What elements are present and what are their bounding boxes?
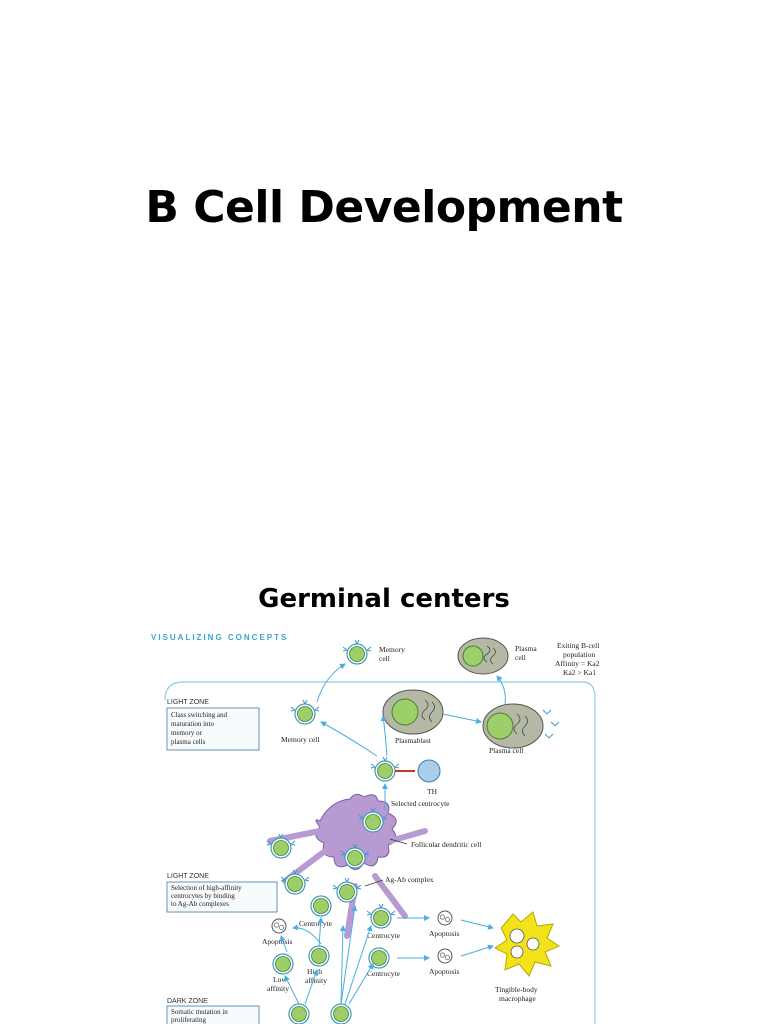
centrocyte-left-label: Centrocyte [299,919,333,928]
apoptotic-cell-1 [437,910,453,926]
tingible-body-macrophage [494,911,561,977]
germinal-center-figure: VISUALIZING CONCEPTS LIGHT ZONE Class sw… [145,626,600,1024]
plasma-cell-top-label-1: Plasma [515,644,537,653]
centroblast-1 [288,1003,310,1024]
plasma-cell [482,703,560,749]
dark-zone-box [166,1005,260,1024]
light-zone-top-text-1: Class switching and [171,711,227,719]
apoptotic-cell-left [271,918,287,934]
tingible-label-1: Tingible-body [495,985,538,994]
low-affinity-label-2: affinity [267,984,289,993]
light-zone-mid-text-1: Selection of high-affinity [171,884,242,892]
memory-cell-top-label-2: cell [379,654,390,663]
centrocyte-left [310,895,332,917]
high-affinity-label-2: affinity [305,976,327,985]
ag-ab-label: Ag-Ab complex [385,875,434,884]
follicular-dendritic-label: Follicular dendritic cell [411,840,481,849]
light-zone-top-box [166,707,260,751]
plasma-cell-top [457,637,509,675]
plasmablast [382,689,444,735]
flow-arrows [279,663,506,1005]
exiting-label-1: Exiting B-cell [557,641,599,650]
light-zone-label-mid: LIGHT ZONE [167,873,209,880]
low-affinity-label-1: Low [273,975,287,984]
light-zone-label-top: LIGHT ZONE [167,699,209,706]
light-zone-top-text-2: maturation into [171,720,214,728]
low-affinity-cell [272,953,294,975]
centrocyte-mid-1 [366,903,396,929]
th-label: TH [427,787,438,796]
apoptosis-left-label: Apoptosis [262,937,293,946]
centrocyte-mid-1-label: Centrocyte [367,931,401,940]
memory-cell-top [342,639,372,665]
plasma-cell-label: Plasma cell [489,746,523,755]
high-affinity-label-1: High [307,967,322,976]
section-title: Germinal centers [258,584,510,614]
plasmablast-label: Plasmablast [395,736,432,745]
light-zone-top-text-3: memory or [171,729,203,737]
zone-boundary [164,681,596,1024]
dark-zone-label: DARK ZONE [167,998,208,1005]
apoptotic-cell-2 [437,948,453,964]
th-cell [417,759,441,783]
ag-ab-pointer [364,879,384,887]
figure-header: VISUALIZING CONCEPTS [151,633,288,642]
plasma-cell-top-label-2: cell [515,653,526,662]
memory-cell-top-label-1: Memory [379,645,405,654]
fdc-bound-cell-4 [280,869,310,895]
light-zone-mid-text-3: to Ag-Ab complexes [171,900,229,908]
centrocyte-mid-2-label: Centrocyte [367,969,401,978]
selected-centrocyte-label: Selected centrocyte [391,799,450,808]
light-zone-mid-text-2: centrocytes by binding [171,892,235,900]
memory-cell-label: Memory cell [281,735,320,744]
dark-zone-text-2: proliferating [171,1016,206,1024]
apoptosis-2-label: Apoptosis [429,967,460,976]
tingible-label-2: macrophage [499,994,536,1003]
light-zone-mid-box [166,881,278,913]
dark-zone-text-1: Somatic mutation in [171,1008,228,1016]
selected-centrocyte [370,756,400,782]
fdc-bound-cell-5 [332,877,362,903]
slide-title: B Cell Development [145,182,623,233]
fdc-pointer [389,838,408,845]
apoptosis-1-label: Apoptosis [429,929,460,938]
exiting-label-3: Affinity = Ka2, [555,659,600,668]
centroblast-2 [330,1003,352,1024]
memory-cell [290,699,320,725]
high-affinity-cell [308,945,330,967]
exiting-label-2: population [563,650,595,659]
light-zone-top-text-4: plasma cells [171,738,206,746]
exiting-label-4: Ka2 > Ka1 [563,668,596,677]
